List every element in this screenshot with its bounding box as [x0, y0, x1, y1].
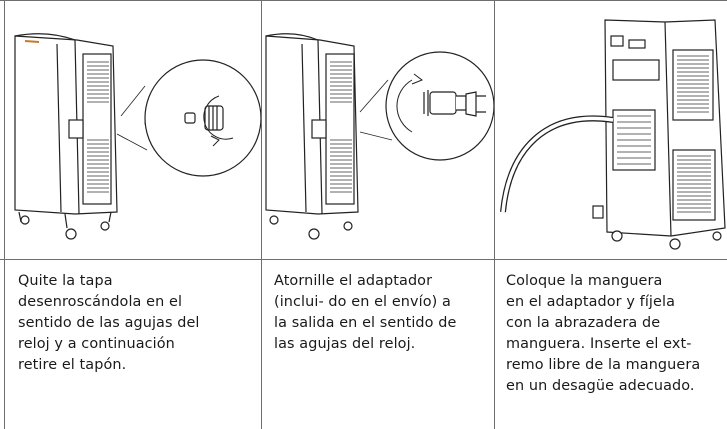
step-3-illustration: [495, 0, 727, 259]
step-3-line: remo libre de la manguera: [506, 357, 701, 373]
step-2-line: las agujas del reloj.: [274, 336, 416, 352]
step-1-line: sentido de las agujas del: [18, 315, 200, 331]
step-3-line: manguera. Inserte el ext-: [506, 336, 692, 352]
step-3-line: Coloque la manguera: [506, 273, 663, 289]
step-3-line: en el adaptador y fíjela: [506, 294, 675, 310]
table-border-top: [0, 0, 727, 1]
step-2-illustration: [262, 0, 494, 259]
step-2-line: (inclui- do en el envío) a: [274, 294, 451, 310]
step-3-description: Coloque la manguera en el adaptador y fí…: [506, 271, 726, 397]
table-border-left: [4, 0, 5, 429]
table-border-col1: [261, 0, 262, 429]
table-border-middle: [0, 259, 727, 260]
step-1-description: Quite la tapa desenroscándola en el sent…: [18, 271, 258, 376]
step-2-line: la salida en el sentido de: [274, 315, 457, 331]
step-1-illustration: [5, 0, 261, 259]
step-3-line: con la abrazadera de: [506, 315, 661, 331]
step-2-line: Atornille el adaptador: [274, 273, 433, 289]
step-1-line: reloj y a continuación: [18, 336, 175, 352]
step-1-line: retire el tapón.: [18, 357, 127, 373]
step-3-line: en un desagüe adecuado.: [506, 378, 695, 394]
step-1-line: desenroscándola en el: [18, 294, 183, 310]
table-border-col2: [494, 0, 495, 429]
step-2-description: Atornille el adaptador (inclui- do en el…: [274, 271, 492, 355]
step-1-line: Quite la tapa: [18, 273, 113, 289]
